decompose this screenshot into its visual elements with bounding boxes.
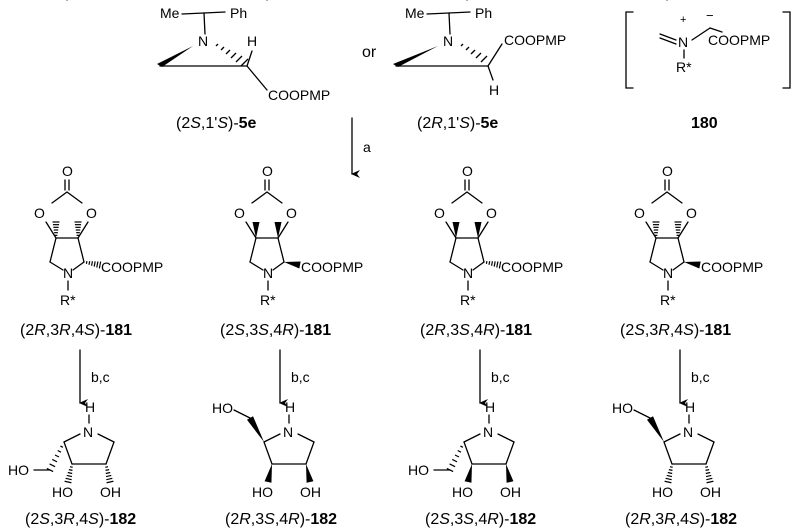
ho-ch2-label: HO (612, 400, 633, 416)
n-label: N (678, 34, 688, 50)
caption-181: (2R,3S,4R)-181 (420, 322, 532, 339)
nh-n-label: N (83, 424, 93, 440)
plus-charge: + (680, 14, 686, 26)
ester-label: COOPMP (268, 87, 330, 103)
ho-3-label: HO (52, 484, 73, 500)
ho-ch2-label: HO (408, 462, 429, 478)
ring-o-left-label: O (234, 205, 245, 221)
ho-3-label: HO (652, 484, 673, 500)
rstar-label: R* (60, 292, 76, 308)
ring-o-right-label: O (486, 205, 497, 221)
minus-charge: − (706, 8, 714, 23)
nh-h-label: H (285, 399, 295, 415)
rstar-label: R* (660, 292, 676, 308)
ho-3-label: HO (452, 484, 473, 500)
caption-5e-2S: (2S,1'S)-5e (176, 115, 257, 132)
ester-label: COOPMP (701, 259, 763, 275)
pyrrolidine-182-structure: HN HO HO OH (2S,3S,4R)-182 (408, 399, 536, 528)
nh-h-label: H (685, 399, 695, 415)
ring-o-right-label: O (286, 205, 297, 221)
ester-label: COOPMP (504, 32, 566, 48)
h-label: H (489, 82, 499, 98)
caption-180: 180 (691, 115, 718, 132)
me-label: Me (160, 5, 180, 21)
nh-n-label: N (483, 424, 493, 440)
oh-4-label: OH (300, 484, 321, 500)
azomethine-ylide-structure: N + − COOPMP R* (625, 8, 791, 89)
carbonyl-o-label: O (662, 163, 673, 179)
arrow-label-bc: b,c (291, 369, 310, 385)
nh-n-label: N (283, 424, 293, 440)
ester-label: COOPMP (301, 259, 363, 275)
n-label: N (463, 265, 473, 281)
h-label: H (247, 33, 257, 49)
pyrrolidine-182-structure: HN HO HO OH (2S,3R,4S)-182 (8, 399, 136, 528)
oh-4-label: OH (500, 484, 521, 500)
ester-label: COOPMP (101, 259, 163, 275)
carbonyl-o-label: O (262, 163, 273, 179)
ring-o-left-label: O (34, 205, 45, 221)
aziridine-2R-structure: Me Ph N COOPMP H (393, 5, 566, 98)
pyrrolidine-182-structure: HN HO HO OH (2R,3R,4S)-182 (612, 399, 737, 528)
ring-o-left-label: O (434, 205, 445, 221)
carbonate-181-structure: O O O N COOPMP R* (2S,3R,4S)-181 b,c (620, 0, 763, 407)
n-label: N (263, 265, 273, 281)
n-label: N (198, 33, 208, 49)
caption-5e-2R: (2R,1'S)-5e (417, 115, 498, 132)
caption-182: (2S,3R,4S)-182 (25, 511, 136, 528)
carbonate-181-structure: O O O N COOPMP R* (2R,3S,4R)-181 b,c (420, 0, 563, 407)
n-label: N (63, 265, 73, 281)
rstar-label: R* (460, 292, 476, 308)
ester-label: COOPMP (708, 32, 770, 48)
me-label: Me (405, 5, 425, 21)
caption-182: (2R,3R,4S)-182 (625, 511, 737, 528)
ho-ch2-label: HO (212, 400, 233, 416)
arrow-label-bc: b,c (691, 369, 710, 385)
pyrrolidine-182-structure: HN HO HO OH (2R,3S,4R)-182 (212, 399, 337, 528)
or-text: or (362, 44, 377, 61)
arrow-label-bc: b,c (491, 369, 510, 385)
nh-n-label: N (683, 424, 693, 440)
n-label: N (663, 265, 673, 281)
carbonyl-o-label: O (62, 163, 73, 179)
nh-h-label: H (485, 399, 495, 415)
ring-o-right-label: O (686, 205, 697, 221)
nh-h-label: H (85, 399, 95, 415)
caption-181: (2R,3R,4S)-181 (20, 322, 132, 339)
rstar-label: R* (260, 292, 276, 308)
ring-o-right-label: O (86, 205, 97, 221)
caption-182: (2R,3S,4R)-182 (225, 511, 337, 528)
rstar-label: R* (676, 59, 692, 75)
oh-4-label: OH (100, 484, 121, 500)
carbonate-181-structure: O O O N COOPMP R* (2R,3R,4S)-181 b,c (20, 0, 163, 407)
oh-4-label: OH (700, 484, 721, 500)
carbonyl-o-label: O (462, 163, 473, 179)
caption-181: (2S,3R,4S)-181 (620, 322, 731, 339)
carbonate-181-structure: O O O N COOPMP R* (2S,3S,4R)-181 b,c (220, 0, 363, 407)
ho-ch2-label: HO (8, 462, 29, 478)
arrow-label-bc: b,c (91, 369, 110, 385)
caption-181: (2S,3S,4R)-181 (220, 322, 331, 339)
caption-182: (2S,3S,4R)-182 (425, 511, 536, 528)
ring-o-left-label: O (634, 205, 645, 221)
aziridine-2S-structure: Me Ph N H COOPMP (157, 5, 330, 103)
ph-label: Ph (475, 5, 492, 21)
ho-3-label: HO (252, 484, 273, 500)
arrow-label-a: a (363, 139, 371, 155)
ph-label: Ph (230, 5, 247, 21)
n-label: N (443, 33, 453, 49)
ester-label: COOPMP (501, 259, 563, 275)
